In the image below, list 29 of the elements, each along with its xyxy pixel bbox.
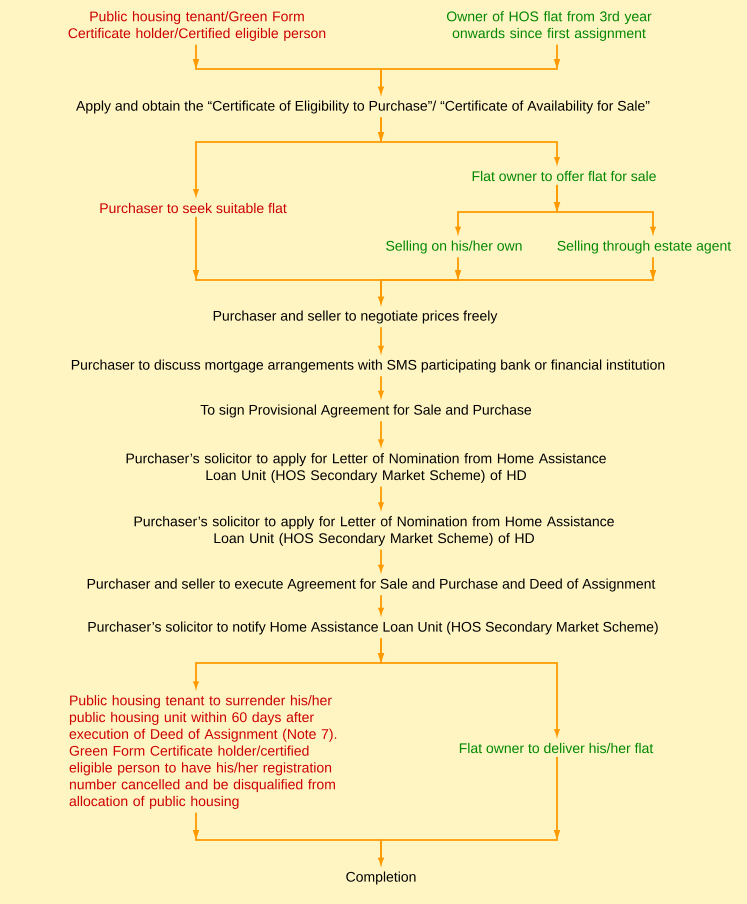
step-text: Public housing tenant/Green Form Certificate holder/Certified eligible person (68, 11, 326, 41)
step-text: Purchaser’s solicitor to apply for Letter of Nomination from Home Assistance Loan Unit (HOS Secondary Market Scheme) of HD (134, 516, 614, 546)
arrow (378, 550, 384, 572)
arrow (378, 257, 656, 304)
arrow (378, 44, 560, 94)
step-text: Purchaser to seek suitable flat (100, 202, 287, 214)
step-text: Public housing tenant to surrender his/her public housing unit within 60 days after execution of Deed of Assignment (Note 7). Green Form Certificate holder/certified eligible person to have his/her registration number cancelled and be disqualified from allocation of public housing (70, 695, 336, 809)
arrow (378, 486, 384, 510)
arrow (378, 421, 384, 446)
step-text: Completion (346, 871, 416, 885)
step-text: Purchaser to discuss mortgage arrangements with SMS participating bank or financial institution (72, 359, 664, 373)
step-text: Purchaser and seller to negotiate prices freely (214, 310, 498, 324)
step-text: Flat owner to deliver his/her flat (460, 742, 654, 754)
step-text: Purchaser’s solicitor to apply for Letter of Nomination from Home Assistance Loan Unit (HOS Secondary Market Scheme) of HD (126, 453, 606, 483)
step-text: To sign Provisional Agreement for Sale and Purchase (200, 404, 532, 418)
step-text: Flat owner to offer flat for sale (472, 170, 656, 182)
arrow (378, 376, 384, 398)
arrow (378, 595, 384, 614)
arrow (378, 638, 560, 736)
arrow (378, 756, 560, 864)
step-text: Selling through estate agent (557, 240, 732, 254)
step-text: Owner of HOS flat from 3rd year onwards since first assignment (446, 11, 652, 41)
step-text: Purchaser’s solicitor to notify Home Assistance Loan Unit (HOS Secondary Market Scheme) (88, 621, 658, 635)
step-text: Purchaser and seller to execute Agreement for Sale and Purchase and Deed of Assignment (88, 578, 656, 592)
arrow (378, 327, 384, 352)
arrow (378, 117, 560, 164)
step-text: Apply and obtain the “Certificate of Eligibility to Purchase”/ “Certificate of Availability for Sale” (76, 100, 650, 114)
step-text: Selling on his/her own (386, 240, 522, 254)
arrow (554, 184, 656, 234)
